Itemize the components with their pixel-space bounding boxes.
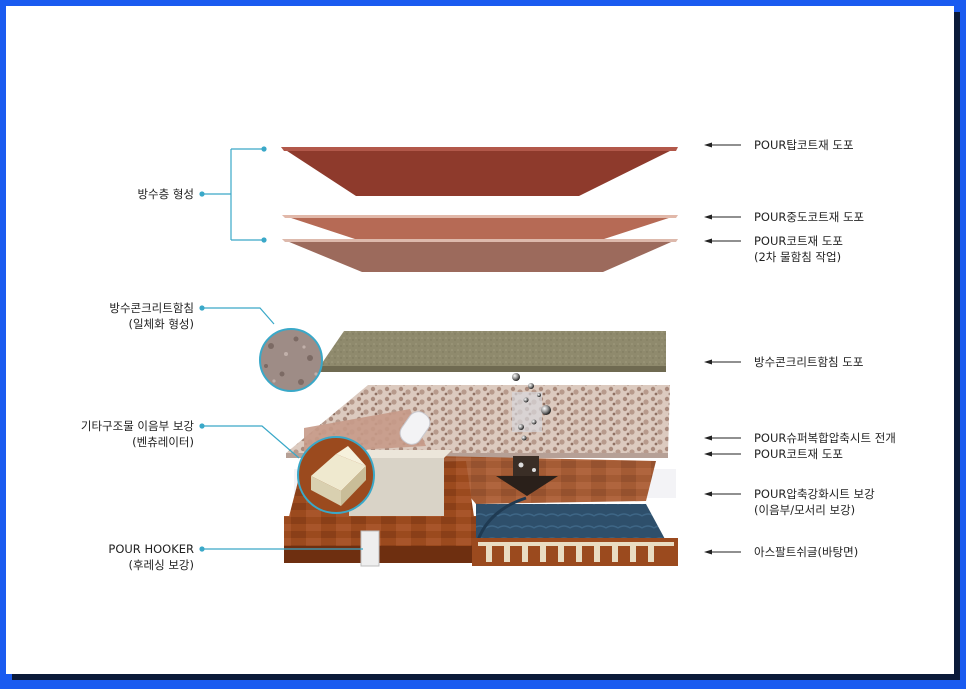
diagram-frame: 방수층 형성 방수콘크리트함침 (일체화 형성) 기타구조물 이음부 보강 (벤… (6, 6, 954, 674)
top-coat-layer (281, 147, 678, 196)
label-asphalt: 아스팔트쉬글(바탕면) (754, 545, 859, 559)
left-connector-dots (199, 146, 267, 552)
left-connectors (202, 148, 363, 550)
mid-coat-layer (282, 215, 678, 240)
label-top-coat: POUR탑코트재 도포 (754, 138, 854, 152)
downward-arrow-icon (496, 456, 558, 496)
reinforcement-detail-circle (297, 436, 375, 514)
label-concrete-impregnation: 방수콘크리트함침 (일체화 형성) (109, 301, 194, 331)
label-coat-2: POUR코트재 도포 (754, 447, 843, 461)
layer-diagram (199, 142, 741, 567)
label-mid-coat: POUR중도코트재 도포 (754, 210, 865, 224)
right-pointer-heads (704, 142, 712, 555)
label-reinforcement: 기타구조물 이음부 보강 (벤츄레이터) (80, 419, 194, 449)
coat-layer (282, 239, 678, 272)
label-reinforce-sheet: POUR압축강화시트 보강 (이음부/모서리 보강) (754, 487, 875, 517)
concrete-detail-circle (259, 328, 323, 392)
bubble-column (512, 373, 551, 441)
label-coat: POUR코트재 도포 (2차 물함침 작업) (754, 234, 843, 264)
label-concrete-coat: 방수콘크리트함침 도포 (754, 355, 864, 369)
concrete-impregnation-layer (320, 331, 666, 372)
label-waterproof-layer: 방수층 형성 (137, 187, 194, 201)
asphalt-shingle-area (472, 496, 678, 566)
right-pointers (706, 144, 741, 553)
label-super-sheet: POUR슈퍼복합압축시트 전개 (754, 431, 896, 445)
label-hooker: POUR HOOKER (후레싱 보강) (108, 542, 194, 572)
hooker-flashing (360, 530, 380, 567)
